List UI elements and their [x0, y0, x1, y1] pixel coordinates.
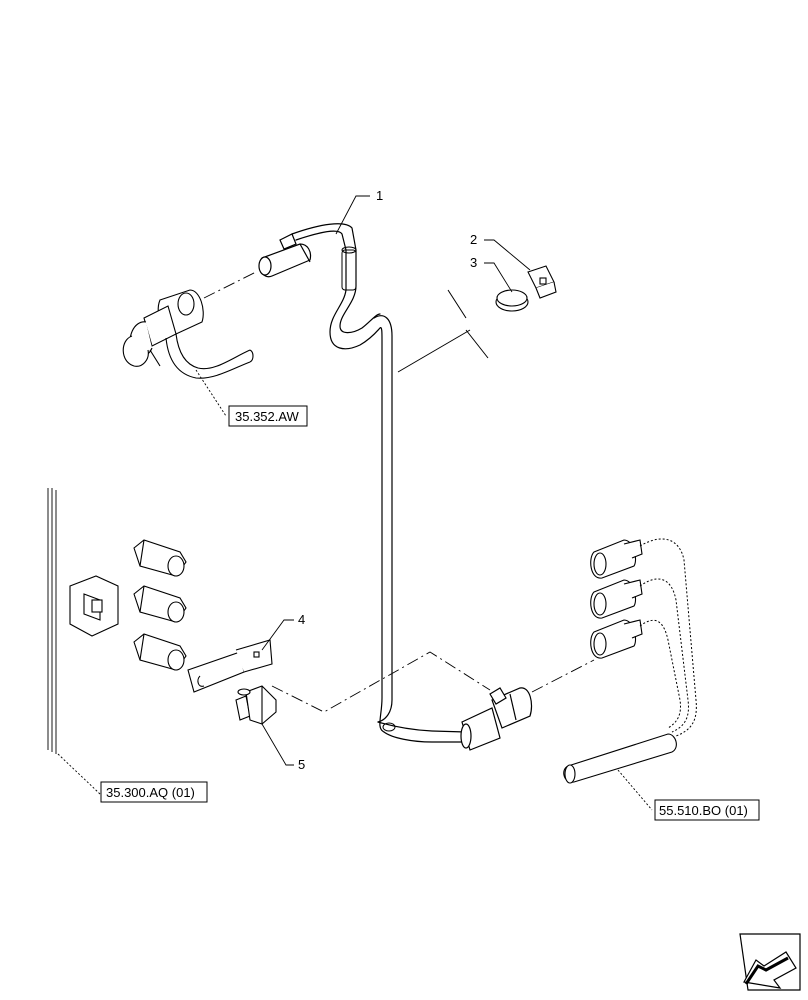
harness-top-connector — [258, 233, 312, 278]
rubber-block-2 — [133, 585, 187, 623]
callout-3-label: 3 — [470, 255, 477, 270]
arrow-previous-icon[interactable] — [739, 933, 801, 991]
harness-bottom-connector — [460, 687, 533, 751]
callout-4-label: 4 — [298, 612, 305, 627]
callout-5-label: 5 — [298, 757, 305, 772]
right-harness-sleeve — [563, 733, 677, 784]
reference-35-352-aw-label: 35.352.AW — [235, 409, 300, 424]
reference-55-510-bo-label: 55.510.BO (01) — [659, 803, 748, 818]
wiring-harness — [291, 223, 467, 743]
dash-dot-leaders — [203, 271, 595, 713]
callout-1: 1 — [335, 188, 383, 235]
right-connector-2 — [590, 579, 643, 619]
right-harness-cables — [639, 538, 697, 737]
left-connector-cable — [165, 333, 254, 379]
break-symbol — [397, 289, 489, 373]
bolt-part-5 — [235, 685, 277, 725]
callout-1-label: 1 — [376, 188, 383, 203]
panel-edge-lines — [47, 488, 57, 754]
u-bracket — [69, 575, 119, 637]
mating-connector-left — [122, 289, 204, 367]
callout-4: 4 — [261, 612, 305, 651]
right-connector-3 — [590, 619, 643, 659]
callout-5: 5 — [261, 723, 305, 772]
ring-part-3 — [495, 289, 529, 312]
callout-3: 3 — [470, 255, 513, 293]
rubber-block-1 — [133, 539, 187, 577]
bracket-part-4 — [187, 639, 273, 693]
reference-35-352-aw[interactable]: 35.352.AW — [195, 369, 308, 427]
callout-2-label: 2 — [470, 232, 477, 247]
reference-55-510-bo[interactable]: 55.510.BO (01) — [617, 769, 760, 821]
callout-2: 2 — [470, 232, 531, 271]
right-connector-1 — [590, 539, 643, 579]
reference-35-300-aq[interactable]: 35.300.AQ (01) — [57, 753, 208, 803]
clip-part-2 — [527, 265, 557, 299]
reference-35-300-aq-label: 35.300.AQ (01) — [106, 785, 195, 800]
rubber-block-3 — [133, 633, 187, 671]
